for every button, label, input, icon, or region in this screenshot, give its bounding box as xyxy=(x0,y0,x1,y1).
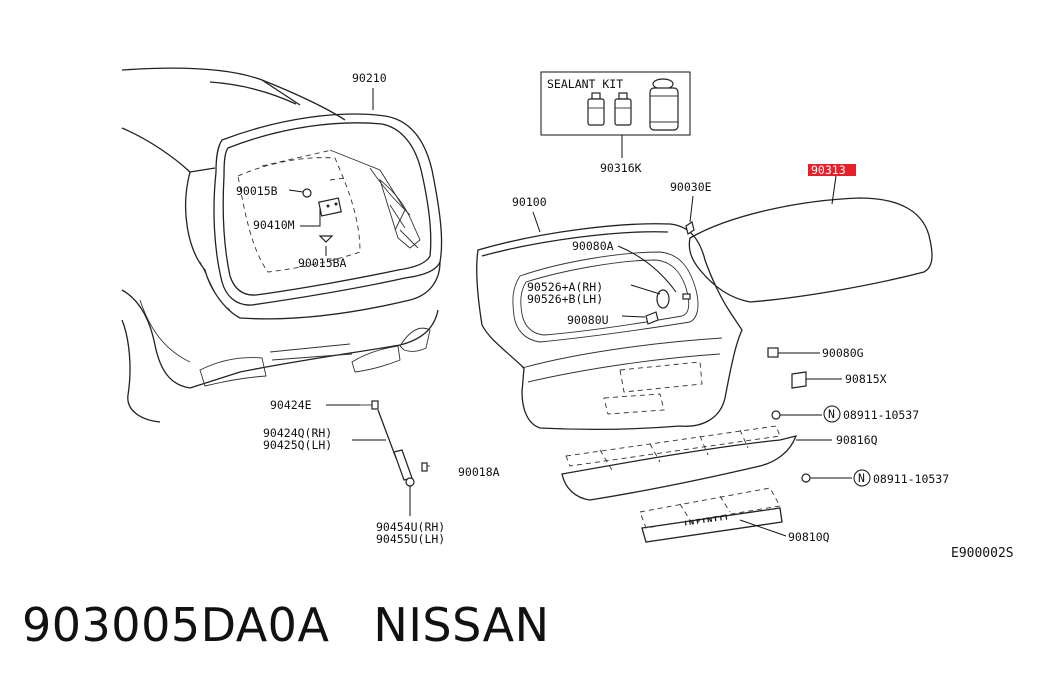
label-90210: 90210 xyxy=(352,71,387,85)
label-90080G: 90080G xyxy=(822,346,864,360)
label-90455U: 90455U(LH) xyxy=(376,532,445,546)
label-90030E: 90030E xyxy=(670,180,712,194)
garnish-90810Q: INFINITI xyxy=(639,487,787,543)
label-90425Q: 90425Q(LH) xyxy=(263,438,332,452)
right-small-parts xyxy=(767,347,852,483)
weatherstrip-drawing xyxy=(213,113,443,306)
part-number: 903005DA0A xyxy=(22,598,330,652)
damper-stay xyxy=(326,400,430,516)
circle-n-1 xyxy=(823,405,841,423)
circle-n-letter-1: N xyxy=(828,407,835,421)
back-door-drawing xyxy=(476,223,743,430)
trim-90816Q xyxy=(561,425,832,501)
circle-n-2 xyxy=(853,469,871,487)
highlight-box-90313 xyxy=(808,164,856,176)
label-90080A: 90080A xyxy=(572,239,614,253)
label-90815X: 90815X xyxy=(845,372,887,386)
label-90015B: 90015B xyxy=(236,184,278,198)
diagram-id: E900002S xyxy=(951,546,1014,561)
garnish-lettering: INFINITI xyxy=(684,513,730,527)
label-90313: 90313 xyxy=(811,163,846,177)
label-90424E: 90424E xyxy=(270,398,312,412)
label-90080U: 90080U xyxy=(567,313,609,327)
callout-labels: 90210 SEALANT KIT 90316K 90015B 90410M 9… xyxy=(236,71,1014,561)
label-90410M: 90410M xyxy=(253,218,295,232)
footer-caption: 903005DA0A NISSAN xyxy=(22,598,550,652)
label-08911-a: 08911-10537 xyxy=(843,408,919,422)
label-90316K: 90316K xyxy=(600,161,642,175)
sealant-kit xyxy=(540,71,691,158)
car-body-drawing xyxy=(121,67,441,423)
label-90526A: 90526+A(RH) xyxy=(527,280,603,294)
label-90100: 90100 xyxy=(512,195,547,209)
label-90816Q: 90816Q xyxy=(836,433,878,447)
label-08911-b: 08911-10537 xyxy=(873,472,949,486)
label-90015BA: 90015BA xyxy=(298,256,347,270)
label-sealant-kit: SEALANT KIT xyxy=(547,77,623,91)
label-90018A: 90018A xyxy=(458,465,500,479)
label-90810Q: 90810Q xyxy=(788,530,830,544)
label-90424Q: 90424Q(RH) xyxy=(263,426,332,440)
back-glass xyxy=(688,175,933,303)
trunk-small-parts xyxy=(288,188,342,256)
label-90526B: 90526+B(LH) xyxy=(527,292,603,306)
circle-n-letter-2: N xyxy=(858,471,865,485)
brand-name: NISSAN xyxy=(373,598,550,652)
label-90454U: 90454U(RH) xyxy=(376,520,445,534)
clip-90030E xyxy=(685,195,695,235)
